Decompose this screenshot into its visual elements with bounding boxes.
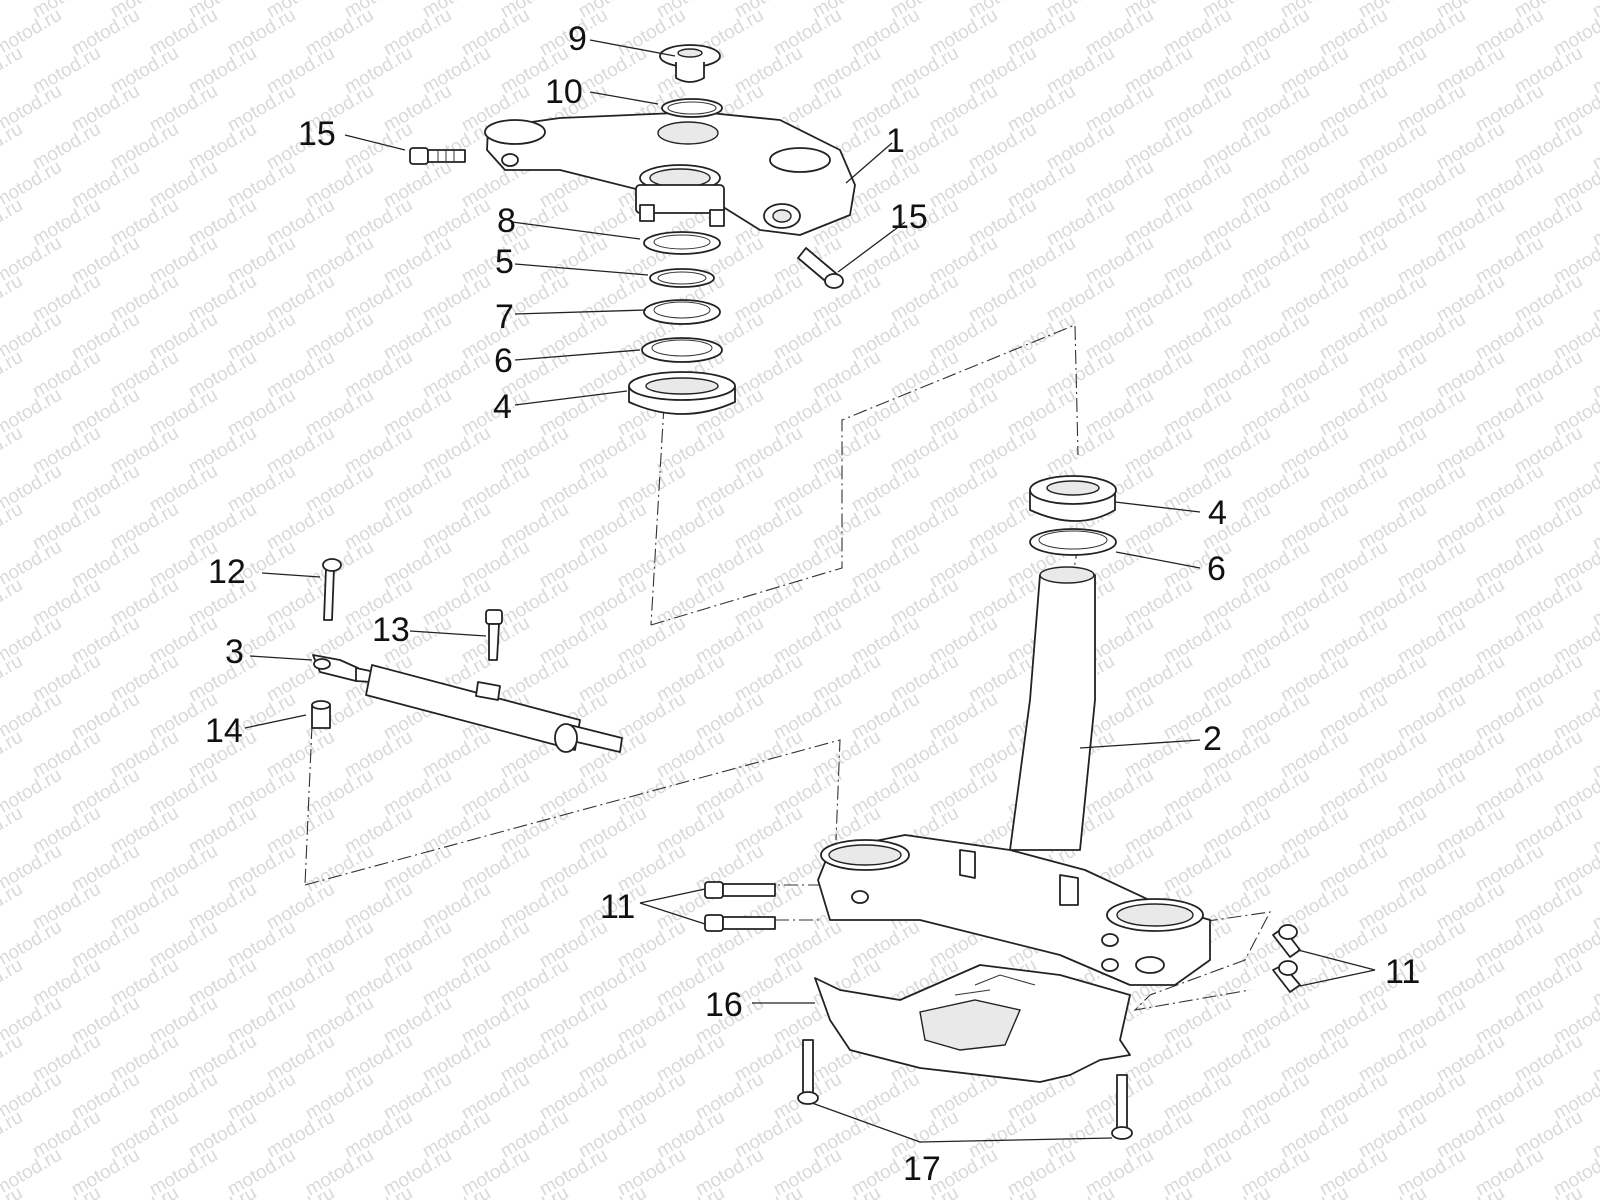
watermark-text: motod.ru [0, 727, 26, 783]
watermark-text: motod.ru [809, 1183, 884, 1200]
watermark-text: motod.ru [731, 1183, 806, 1200]
watermark-text: motod.ru [0, 347, 26, 403]
callout-14: 14 [205, 712, 243, 750]
callout-15: 15 [298, 115, 336, 153]
watermark-text: motod.ru [965, 1183, 1040, 1200]
callout-2: 2 [1203, 720, 1222, 758]
watermark-text: motod.ru [1199, 1183, 1274, 1200]
callout-6: 6 [494, 342, 513, 380]
watermark-text: motod.ru [1433, 1183, 1508, 1200]
watermark-text: motod.ru [0, 271, 26, 327]
callout-12: 12 [208, 553, 246, 591]
watermark-text: motod.ru [0, 1107, 26, 1163]
watermark-text: motod.ru [0, 1031, 26, 1087]
bearing-4-upper [628, 371, 736, 415]
ring-5 [649, 268, 715, 288]
watermark-text: motod.ru [0, 879, 26, 935]
watermark-text: motod.ru [1355, 1183, 1430, 1200]
callout-7: 7 [495, 298, 514, 336]
watermark-text: motod.ru [0, 803, 26, 859]
watermark-text: motod.ru [341, 1183, 416, 1200]
callout-10: 10 [545, 73, 583, 111]
callout-5: 5 [495, 243, 514, 281]
watermark-text: motod.ru [0, 0, 26, 22]
watermark-text: motod.ru [1121, 1183, 1196, 1200]
watermark-text: motod.ru [0, 43, 26, 99]
watermark-text: motod.ru [185, 1183, 260, 1200]
assembly-axes [304, 324, 1271, 1011]
watermark-text: motod.ru [263, 1183, 338, 1200]
callout-17: 17 [903, 1150, 941, 1188]
watermark-text: motod.ru [0, 575, 26, 631]
race-6-lower [1029, 528, 1117, 556]
lower-clamp-bolts-left [704, 881, 776, 932]
watermark-text: motod.ru [0, 651, 26, 707]
race-6-upper [641, 337, 723, 363]
callout-3: 3 [225, 633, 244, 671]
callout-labels: 9 10 15 1 15 8 5 7 6 4 4 6 12 13 3 14 2 … [205, 20, 1420, 1188]
watermark-text: motod.ru [1589, 0, 1600, 22]
watermark-text: motod.ru [107, 1183, 182, 1200]
callout-13: 13 [372, 611, 410, 649]
spacer-14 [311, 700, 331, 729]
callout-8: 8 [497, 202, 516, 240]
watermark-text: motod.ru [419, 1183, 494, 1200]
watermark-text: motod.ru [0, 499, 26, 555]
watermark-text: motod.ru [0, 955, 26, 1011]
damper-bolt-13 [485, 609, 503, 661]
callout-11: 11 [600, 888, 635, 926]
steering-damper [312, 654, 623, 753]
callout-11: 11 [1385, 953, 1420, 991]
lower-clamp-bolts-right [1272, 924, 1301, 993]
steering-stem-nut [659, 44, 721, 83]
lower-cover-16 [814, 964, 1131, 1083]
lower-triple-clamp [817, 566, 1211, 986]
watermark-text: motod.ru [29, 1183, 104, 1200]
bearing-4-lower [1029, 475, 1117, 522]
callout-6: 6 [1207, 550, 1226, 588]
bearing-ring-7 [643, 299, 721, 325]
upper-triple-clamp [484, 111, 856, 236]
damper-pin-12 [322, 558, 342, 621]
watermark-text: motod.ru [0, 423, 26, 479]
watermark-text: motod.ru [1589, 1183, 1600, 1200]
callout-4: 4 [1208, 494, 1227, 532]
callout-1: 1 [886, 122, 905, 160]
callout-16: 16 [705, 986, 743, 1024]
watermark-text: motod.ru [1277, 1183, 1352, 1200]
watermark-text: motod.ru [653, 1183, 728, 1200]
watermark-text: motod.ru [0, 195, 26, 251]
callout-9: 9 [568, 20, 587, 58]
watermark-text: motod.ru [1043, 1183, 1118, 1200]
callout-15: 15 [890, 198, 928, 236]
leader-lines [244, 39, 1376, 1143]
watermark-text: motod.ru [575, 1183, 650, 1200]
callout-4: 4 [493, 388, 512, 426]
watermark-text: motod.ru [0, 119, 26, 175]
clamp-bolt-right [797, 247, 844, 289]
cover-bolts-17 [797, 1039, 1133, 1140]
washer-10 [661, 98, 723, 118]
seal-ring-8 [643, 231, 721, 255]
watermark-text: motod.ru [1511, 1183, 1586, 1200]
watermark-text: motod.ru [497, 1183, 572, 1200]
clamp-bolt-left [409, 147, 466, 165]
